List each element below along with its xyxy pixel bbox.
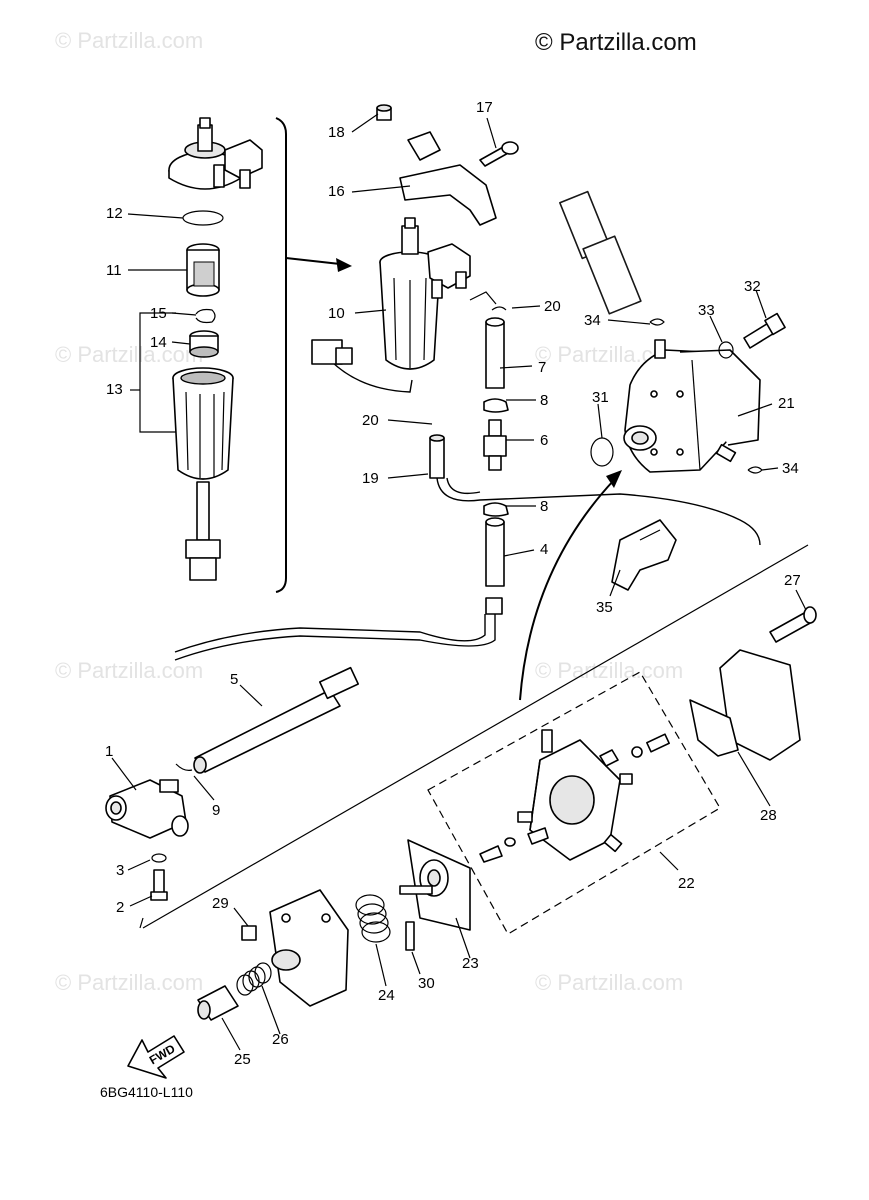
bolt-2 [150, 869, 168, 901]
callout-19: 19 [362, 470, 379, 487]
callout-23: 23 [462, 955, 479, 972]
detail-arrow-line [285, 257, 341, 265]
callout-20-lower: 20 [362, 412, 379, 429]
callout-1: 1 [105, 743, 113, 760]
o-ring-12 [182, 210, 224, 226]
callout-32: 32 [744, 278, 761, 295]
watermarks: © Partzilla.com © Partzilla.com © Partzi… [55, 28, 697, 995]
nut-29 [241, 925, 257, 941]
spring-26 [236, 962, 272, 996]
callout-15: 15 [150, 305, 167, 322]
bracket-16 [399, 164, 497, 226]
hose-5 [193, 666, 360, 774]
pin-30 [405, 921, 415, 951]
washer-33 [718, 341, 734, 359]
callout-26: 26 [272, 1031, 289, 1048]
hose-7 [485, 321, 505, 389]
callout-34-upper: 34 [584, 312, 601, 329]
callout-labels: 12 11 15 14 13 10 16 18 17 20 20 7 8 6 8… [105, 99, 801, 1068]
bolt-32 [743, 312, 786, 349]
callout-18: 18 [328, 124, 345, 141]
clip-34-upper [649, 318, 665, 326]
callout-22: 22 [678, 875, 695, 892]
watermark-top-left: © Partzilla.com [55, 28, 203, 53]
hose-loop [436, 477, 761, 546]
callout-24: 24 [378, 987, 395, 1004]
callout-9: 9 [212, 802, 220, 819]
callout-2: 2 [116, 899, 124, 916]
filter-bowl-13 [172, 367, 234, 581]
watermark-bottom-right: © Partzilla.com [535, 970, 683, 995]
watermark-lower-left: © Partzilla.com [55, 658, 203, 683]
callout-35: 35 [596, 599, 613, 616]
lower-pump-view [197, 606, 817, 1021]
diaphragm-23 [399, 839, 471, 931]
callout-8-upper: 8 [540, 392, 548, 409]
watermark-lower-right: © Partzilla.com [535, 658, 683, 683]
pump-cover [269, 889, 349, 1007]
fwd-arrow: FWD [127, 1035, 185, 1079]
hose-assembly [174, 291, 761, 774]
callout-8-lower: 8 [540, 498, 548, 515]
group-22-box [427, 671, 721, 935]
bolt-17 [479, 141, 519, 167]
callout-12: 12 [106, 205, 123, 222]
callout-11: 11 [106, 262, 122, 279]
callout-34-lower: 34 [782, 460, 799, 477]
callout-31: 31 [592, 389, 609, 406]
callout-30: 30 [418, 975, 435, 992]
joint-6 [483, 419, 507, 471]
diagram-code: 6BG4110-L110 [100, 1084, 193, 1100]
bolt-27 [769, 606, 817, 643]
watermark-top-right: © Partzilla.com [535, 29, 697, 56]
callout-13: 13 [106, 381, 123, 398]
leader-lines [111, 113, 807, 1051]
joint-19 [429, 437, 445, 479]
detail-bracket [275, 117, 287, 593]
callout-28: 28 [760, 807, 777, 824]
watermark-mid-left: © Partzilla.com [55, 342, 203, 367]
filter-exploded-view [168, 117, 263, 581]
callout-25: 25 [234, 1051, 251, 1068]
strainer-11 [186, 243, 220, 297]
clip-34-lower [747, 466, 763, 474]
callout-3: 3 [116, 862, 124, 879]
callout-5: 5 [230, 671, 238, 688]
spring-24 [355, 894, 391, 943]
callout-10: 10 [328, 305, 345, 322]
callout-4: 4 [540, 541, 548, 558]
detail-arrowhead [336, 258, 352, 272]
callout-21: 21 [778, 395, 795, 412]
callout-20-upper: 20 [544, 298, 561, 315]
callout-14: 14 [150, 334, 167, 351]
nut-18 [376, 104, 392, 121]
washer-3 [151, 853, 167, 863]
callout-27: 27 [784, 572, 801, 589]
holder-35 [611, 519, 677, 591]
filter-assembly-10 [311, 104, 519, 393]
callout-17: 17 [476, 99, 493, 116]
hose-4 [485, 521, 505, 587]
clip-15 [195, 308, 216, 324]
watermark-bottom-left: © Partzilla.com [55, 970, 203, 995]
nut-14 [189, 330, 219, 358]
divider-line [142, 544, 809, 929]
callout-6: 6 [540, 432, 548, 449]
callout-16: 16 [328, 183, 345, 200]
callout-33: 33 [698, 302, 715, 319]
callout-7: 7 [538, 359, 546, 376]
callout-29: 29 [212, 895, 229, 912]
valve-1 [105, 763, 193, 839]
fuel-pump-21 [519, 190, 786, 701]
o-ring-31 [590, 437, 614, 467]
